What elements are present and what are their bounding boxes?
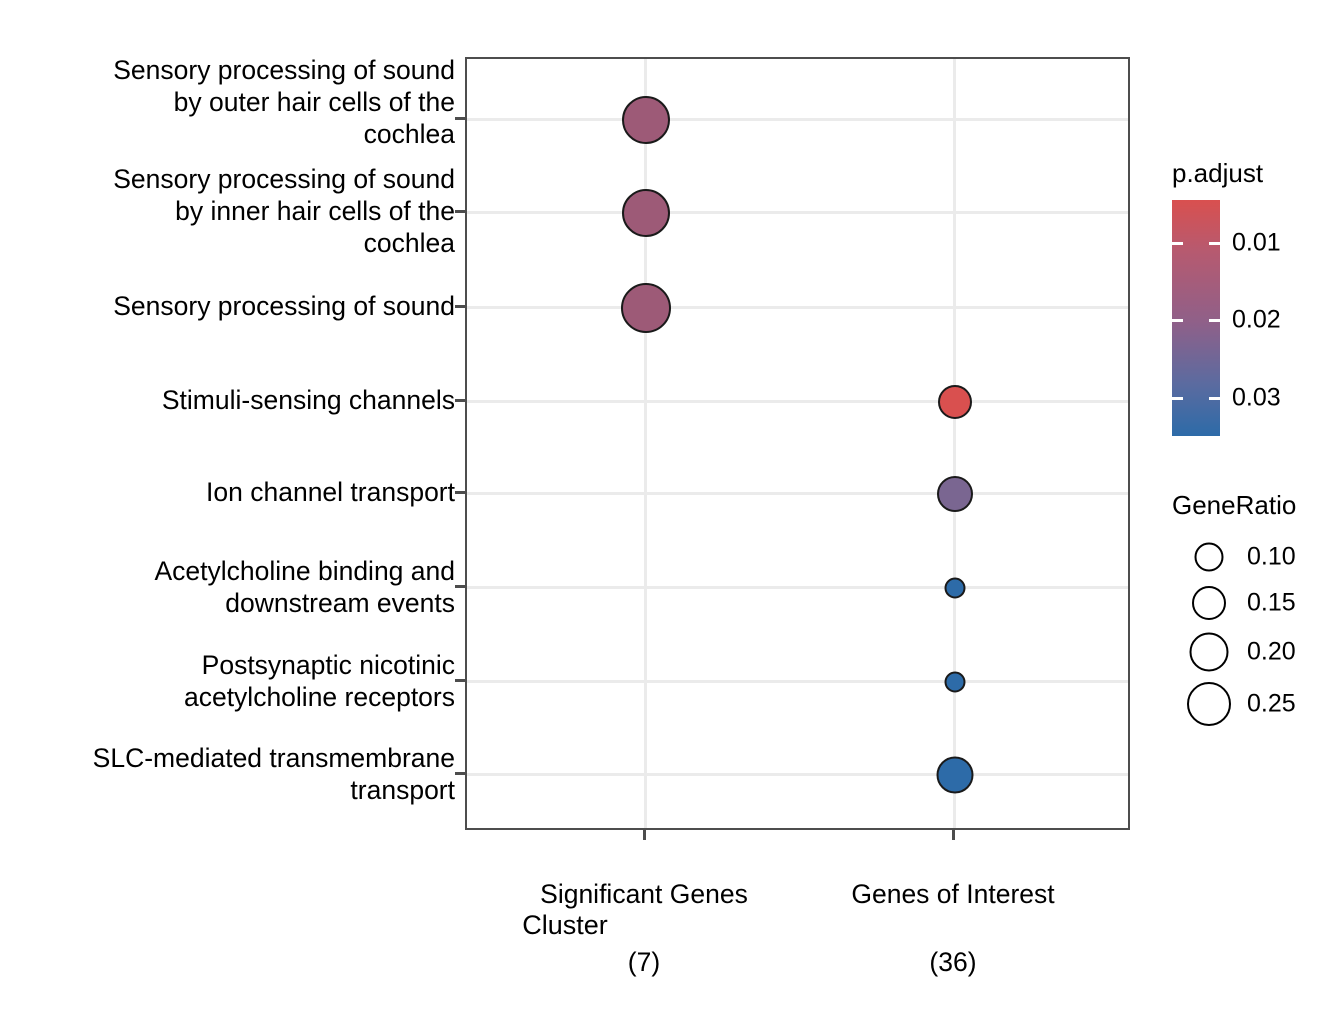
p-adjust-colorbar: [1172, 200, 1220, 436]
y-category-label-3: Stimuli-sensing channels: [161, 385, 455, 415]
gridline-col-1: [953, 59, 956, 828]
y-category-label-6: Postsynaptic nicotinic acetylcholine rec…: [183, 650, 455, 712]
data-point-sig-outer-hair-cells[interactable]: [622, 96, 670, 144]
colorbar-label-2: 0.03: [1232, 383, 1281, 412]
colorbar-tick-left-2: [1172, 397, 1183, 400]
dotplot-figure: Sensory processing of sound by outer hai…: [0, 0, 1297, 977]
data-point-sig-sensory-processing-sound[interactable]: [621, 283, 671, 333]
size-legend-label-1: 0.15: [1247, 588, 1296, 617]
gridline-col-0: [644, 59, 647, 828]
y-tick-2: [455, 305, 465, 308]
gridline-row-5: [467, 586, 1128, 589]
size-legend-label-0: 0.10: [1247, 542, 1296, 571]
data-point-goi-postsynaptic-nicotinic[interactable]: [944, 671, 966, 693]
y-category-label-0: Sensory processing of sound by outer hai…: [113, 55, 455, 149]
data-point-goi-slc-mediated-transport[interactable]: [936, 756, 974, 794]
size-legend-label-2: 0.20: [1247, 637, 1296, 666]
legend-color-title: p.adjust: [1172, 158, 1264, 188]
gridline-row-1: [467, 211, 1128, 214]
y-tick-7: [455, 772, 465, 775]
gridline-row-4: [467, 492, 1128, 495]
y-tick-6: [455, 679, 465, 682]
data-point-goi-ion-channel-transport[interactable]: [937, 476, 973, 512]
colorbar-tick-right-2: [1209, 397, 1220, 400]
plot-panel: [465, 57, 1130, 830]
data-point-sig-inner-hair-cells[interactable]: [622, 189, 670, 237]
y-axis-labels: Sensory processing of sound by outer hai…: [0, 0, 455, 960]
gridline-row-2: [467, 306, 1128, 309]
y-tick-3: [455, 399, 465, 402]
y-tick-4: [455, 491, 465, 494]
colorbar-tick-right-1: [1209, 319, 1220, 322]
x-category-label-0-line2: (7): [627, 947, 661, 977]
y-category-label-1: Sensory processing of sound by inner hai…: [113, 164, 455, 258]
x-category-label-1-line1: Genes of Interest: [851, 879, 1055, 909]
x-category-label-1-line2: (36): [929, 947, 977, 977]
x-axis-title: Cluster: [522, 910, 608, 940]
x-category-label-0-line1: Significant Genes: [540, 879, 748, 909]
gridline-row-0: [467, 118, 1128, 121]
data-point-goi-acetylcholine-binding[interactable]: [944, 577, 966, 599]
size-legend-circle-0: [1194, 542, 1224, 572]
data-point-goi-stimuli-sensing-channels[interactable]: [938, 385, 972, 419]
gridline-row-3: [467, 400, 1128, 403]
colorbar-tick-left-0: [1172, 242, 1183, 245]
gridline-row-6: [467, 680, 1128, 683]
colorbar-gradient: [1172, 200, 1220, 436]
legend-size-title: GeneRatio: [1172, 490, 1297, 520]
size-legend-label-3: 0.25: [1247, 689, 1296, 718]
colorbar-tick-right-0: [1209, 242, 1220, 245]
size-legend-circle-2: [1189, 632, 1229, 672]
y-category-label-4: Ion channel transport: [206, 477, 455, 507]
x-tick-1: [952, 830, 955, 840]
size-legend-circle-1: [1192, 586, 1226, 620]
y-tick-5: [455, 585, 465, 588]
x-category-label-0: Significant Genes (7): [484, 843, 804, 1013]
y-category-label-7: SLC-mediated transmembrane transport: [92, 743, 455, 805]
colorbar-label-0: 0.01: [1232, 228, 1281, 257]
x-tick-0: [643, 830, 646, 840]
size-legend-circle-3: [1187, 682, 1231, 726]
gridline-row-7: [467, 773, 1128, 776]
y-category-label-5: Acetylcholine binding and downstream eve…: [154, 556, 455, 618]
y-tick-1: [455, 210, 465, 213]
y-category-label-2: Sensory processing of sound: [113, 291, 455, 321]
y-tick-0: [455, 117, 465, 120]
colorbar-tick-left-1: [1172, 319, 1183, 322]
colorbar-label-1: 0.02: [1232, 305, 1281, 334]
